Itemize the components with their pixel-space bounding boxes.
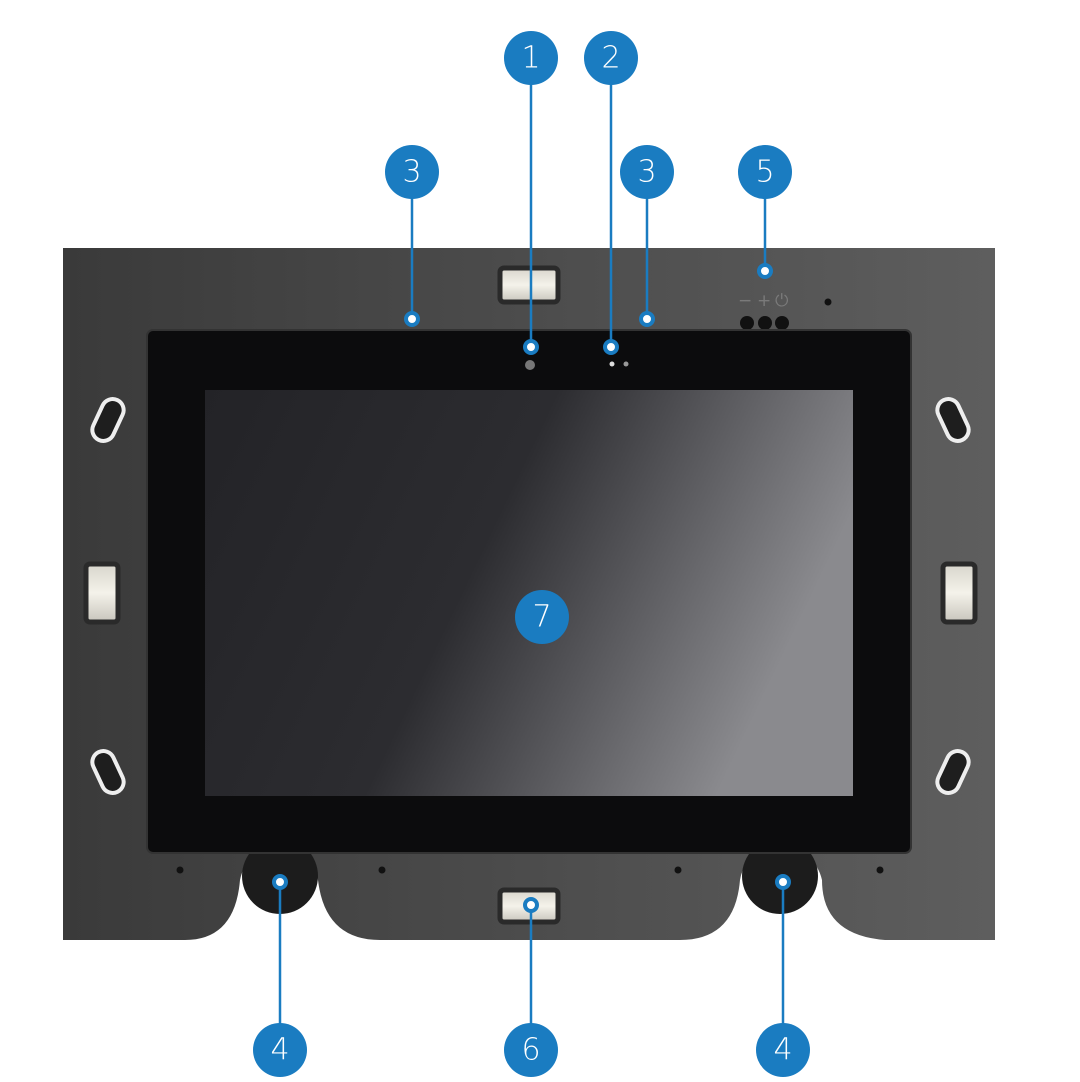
svg-text:7: 7 (532, 600, 551, 635)
callout-5: 5 (738, 145, 792, 199)
volume-down-button[interactable] (740, 316, 754, 330)
touch-screen[interactable] (205, 390, 853, 796)
callout-4-right: 4 (756, 1023, 810, 1077)
power-button[interactable] (775, 316, 789, 330)
plus-icon: + (757, 291, 771, 311)
svg-text:4: 4 (773, 1033, 792, 1068)
hardware-buttons[interactable]: − + ⏻ (738, 291, 789, 330)
callout-1: 1 (504, 31, 558, 85)
callouts (272, 84, 791, 1024)
screw-holes (176, 298, 884, 874)
svg-text:1: 1 (521, 41, 540, 76)
volume-up-button[interactable] (758, 316, 772, 330)
callout-3-right: 3 (620, 145, 674, 199)
power-icon: ⏻ (775, 291, 789, 311)
svg-text:3: 3 (402, 155, 421, 190)
minus-icon: − (738, 291, 752, 311)
callout-3-left: 3 (385, 145, 439, 199)
svg-text:2: 2 (601, 41, 620, 76)
callout-7: 7 (515, 590, 569, 644)
svg-text:4: 4 (270, 1033, 289, 1068)
svg-text:5: 5 (755, 155, 774, 190)
callout-2: 2 (584, 31, 638, 85)
mounting-clips (83, 265, 978, 925)
svg-text:3: 3 (637, 155, 656, 190)
camera-icon (525, 360, 535, 370)
sensor-light (609, 361, 615, 367)
sensor-light (623, 361, 629, 367)
screw-slots (90, 397, 971, 795)
callout-6: 6 (504, 1023, 558, 1077)
callout-4-left: 4 (253, 1023, 307, 1077)
svg-text:6: 6 (521, 1033, 540, 1068)
